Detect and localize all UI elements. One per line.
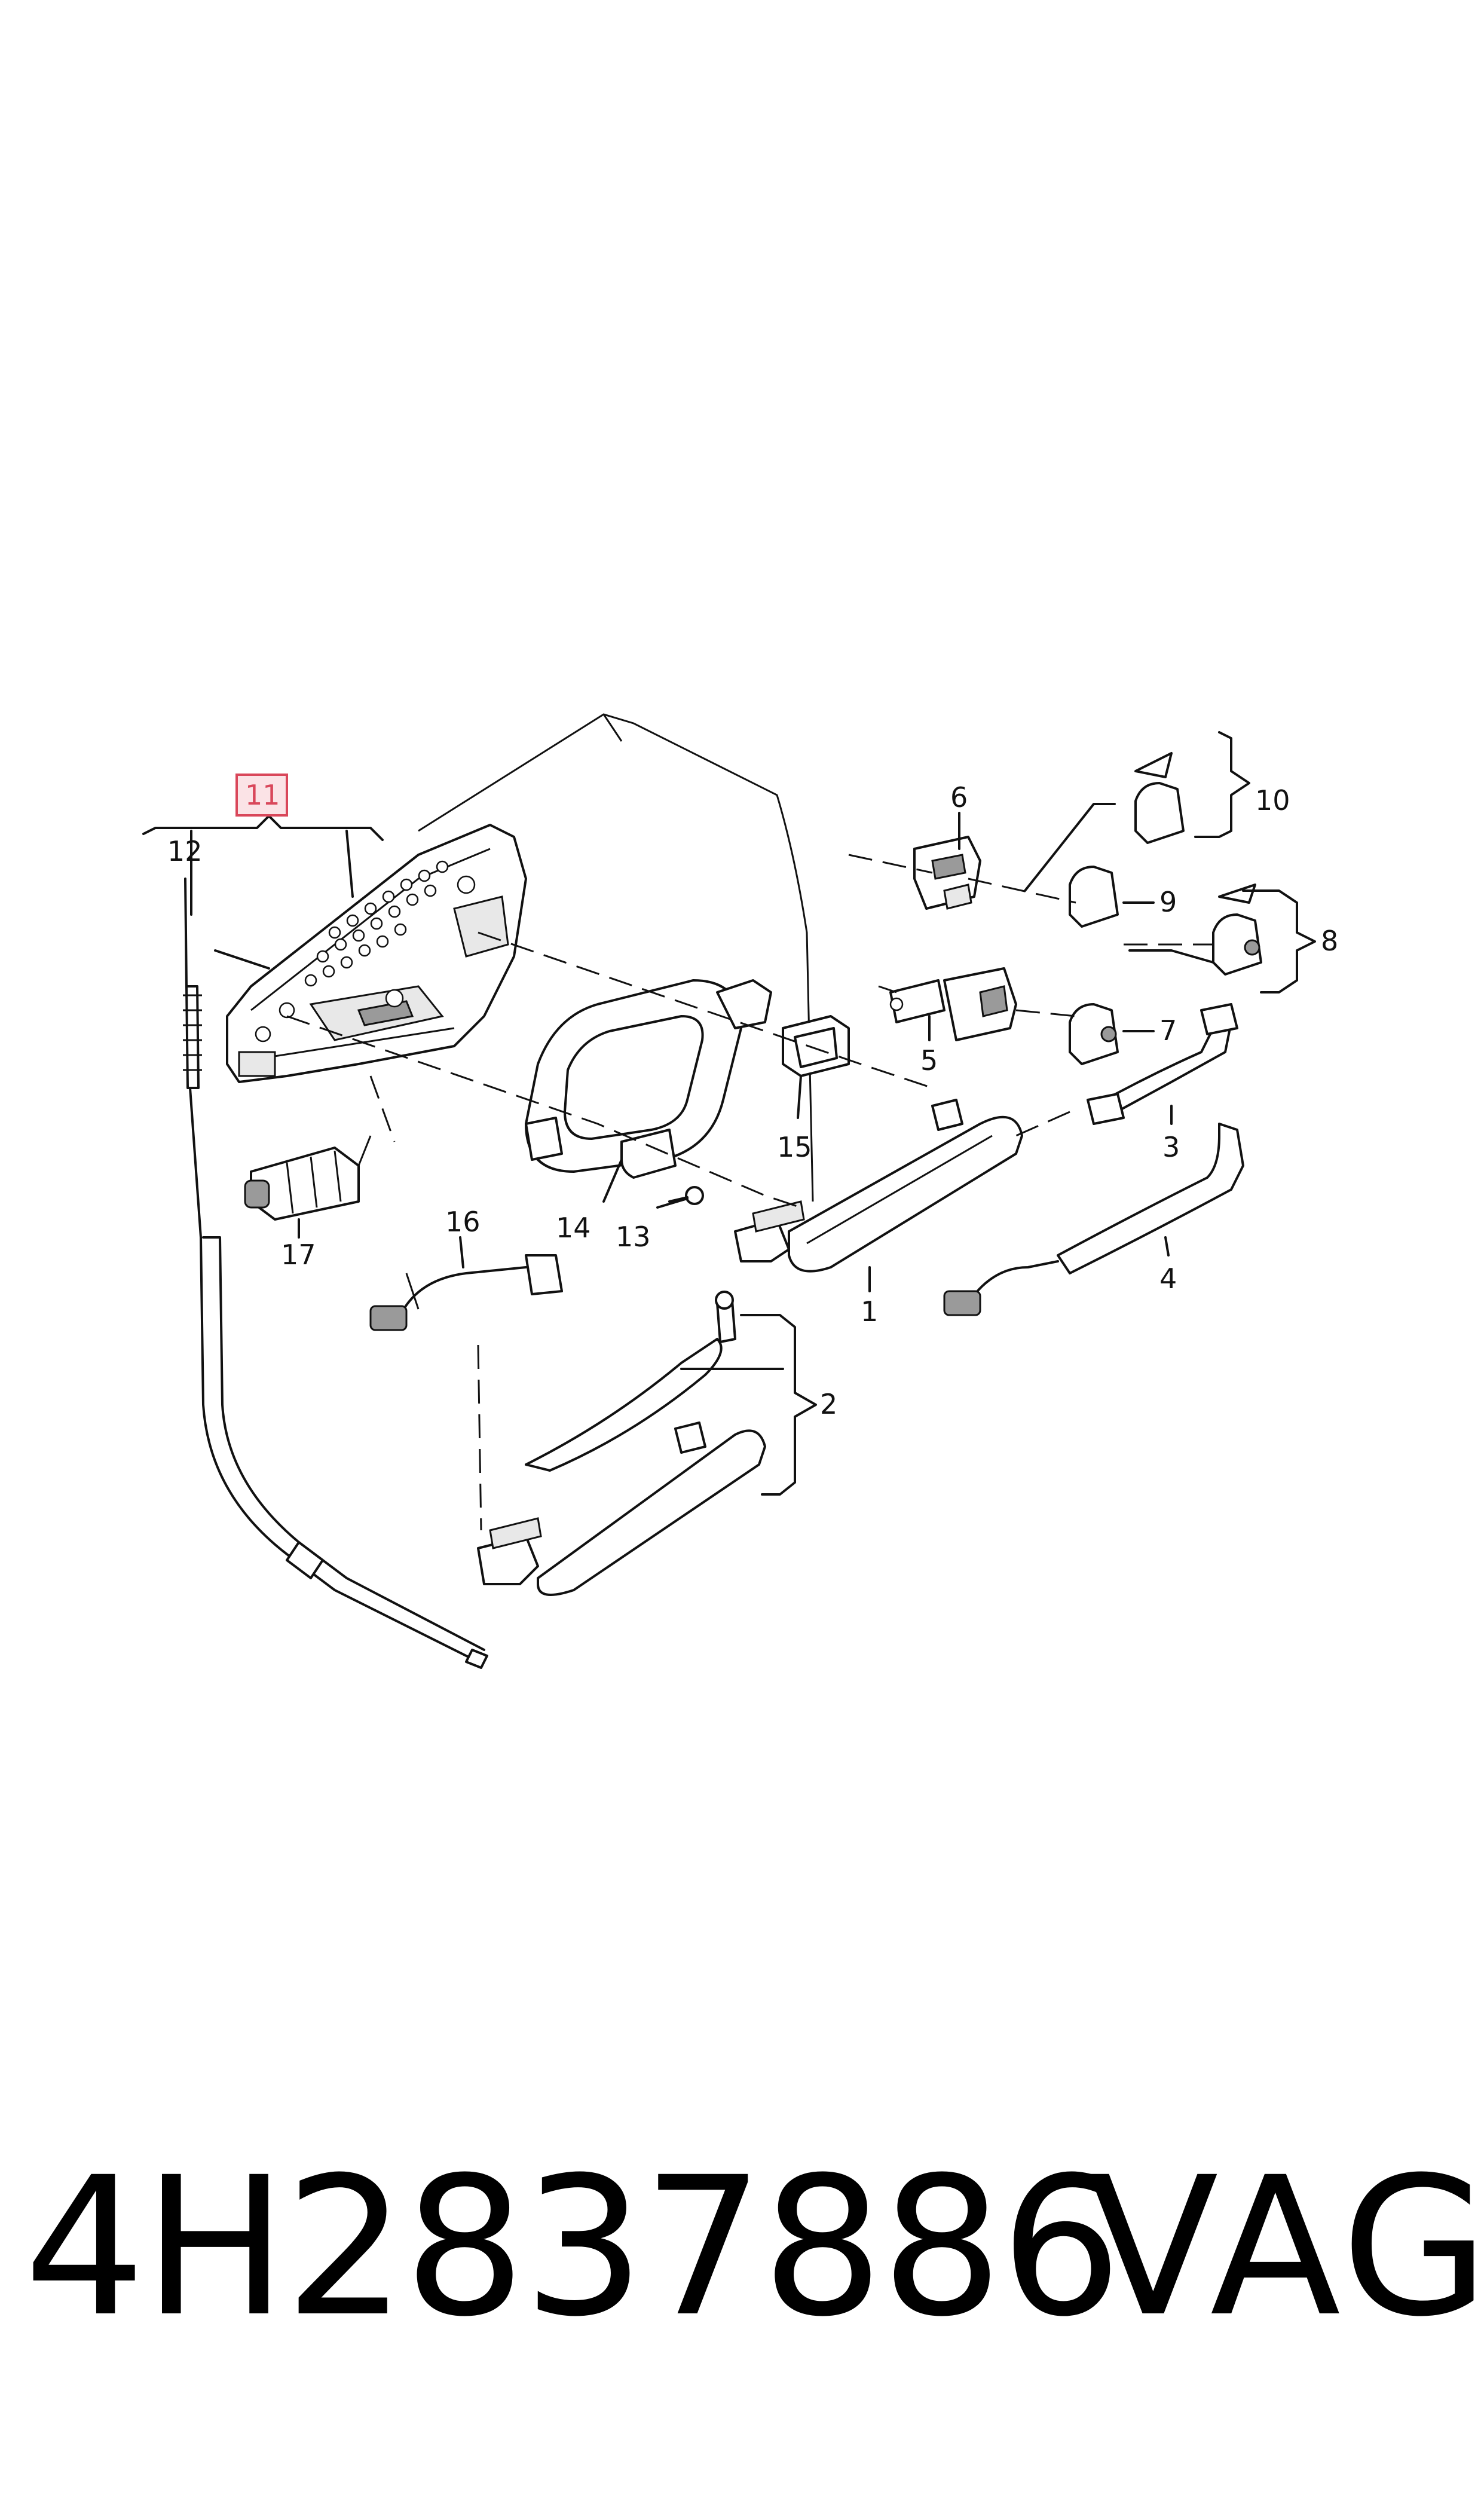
cap-10 bbox=[1134, 752, 1185, 844]
handle-4 bbox=[943, 1123, 1244, 1316]
sensor-cable bbox=[369, 1254, 563, 1331]
cap-9 bbox=[1069, 866, 1119, 928]
assembly-lines bbox=[286, 854, 1213, 1531]
seal-frame bbox=[782, 1015, 850, 1077]
part-number: 4H2837886 bbox=[24, 2136, 1122, 2359]
door-panel-outline bbox=[418, 713, 814, 1202]
callout-5: 5 bbox=[920, 1044, 938, 1077]
lock-cylinder bbox=[889, 967, 1017, 1041]
door-handle-1 bbox=[734, 1099, 1023, 1273]
bowden-cable bbox=[183, 985, 488, 1669]
callout-6: 6 bbox=[950, 781, 968, 814]
connector-housing bbox=[244, 1135, 372, 1221]
handle-carrier-bracket bbox=[226, 824, 527, 1083]
callout-14: 14 bbox=[556, 1212, 591, 1244]
callout-15: 15 bbox=[777, 1131, 812, 1163]
callout-13: 13 bbox=[616, 1221, 651, 1253]
callout-16: 16 bbox=[445, 1206, 481, 1238]
callout-3: 3 bbox=[1162, 1131, 1180, 1163]
highlight-box-11 bbox=[235, 774, 288, 817]
callout-17: 17 bbox=[281, 1239, 316, 1271]
callout-2: 2 bbox=[820, 1388, 837, 1420]
callout-10: 10 bbox=[1255, 784, 1290, 817]
handle-3 bbox=[1087, 1003, 1238, 1125]
bracket-mechanism bbox=[238, 895, 509, 1077]
callout-8: 8 bbox=[1321, 925, 1338, 957]
callout-12: 12 bbox=[167, 835, 203, 867]
trim-gasket bbox=[525, 979, 772, 1173]
leader-lines bbox=[142, 731, 1316, 1496]
cap-8 bbox=[1212, 883, 1262, 976]
cap-7 bbox=[1069, 1003, 1119, 1065]
callout-11: 11 bbox=[245, 779, 280, 811]
callout-1: 1 bbox=[861, 1295, 878, 1328]
callout-4: 4 bbox=[1159, 1262, 1177, 1295]
lock-housing bbox=[913, 836, 981, 910]
callout-7: 7 bbox=[1159, 1014, 1177, 1047]
screw bbox=[668, 1186, 704, 1205]
callout-9: 9 bbox=[1159, 886, 1177, 918]
brand-label: VAG bbox=[1088, 2136, 1484, 2359]
door-handle-2 bbox=[477, 1291, 766, 1596]
callout-labels: 1 2 3 4 5 6 7 8 9 10 11 12 13 14 15 16 1… bbox=[167, 779, 1338, 1420]
